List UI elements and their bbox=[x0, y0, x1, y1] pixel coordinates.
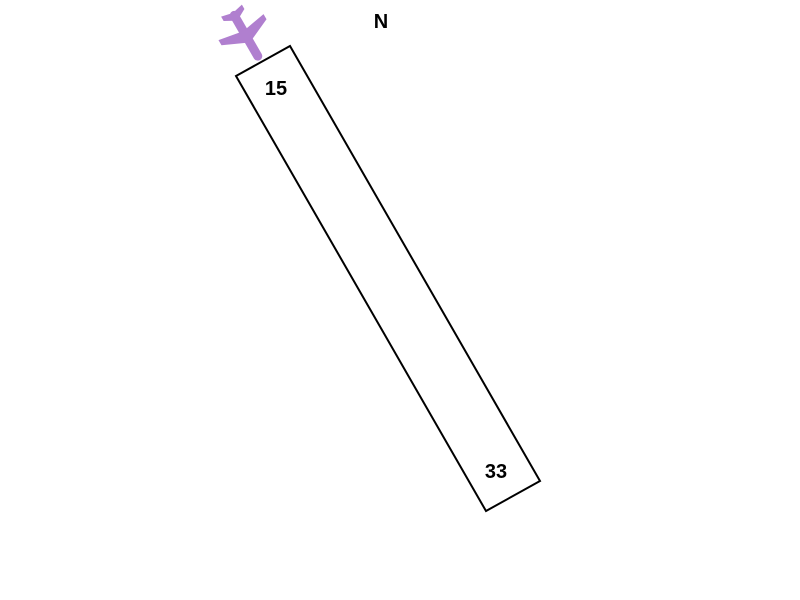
runway-end-label-north: 15 bbox=[265, 78, 287, 100]
airplane-icon[interactable] bbox=[209, 0, 283, 73]
north-label: N bbox=[374, 11, 388, 33]
runway-outline bbox=[234, 44, 542, 513]
runway-end-label-south: 33 bbox=[485, 461, 507, 483]
